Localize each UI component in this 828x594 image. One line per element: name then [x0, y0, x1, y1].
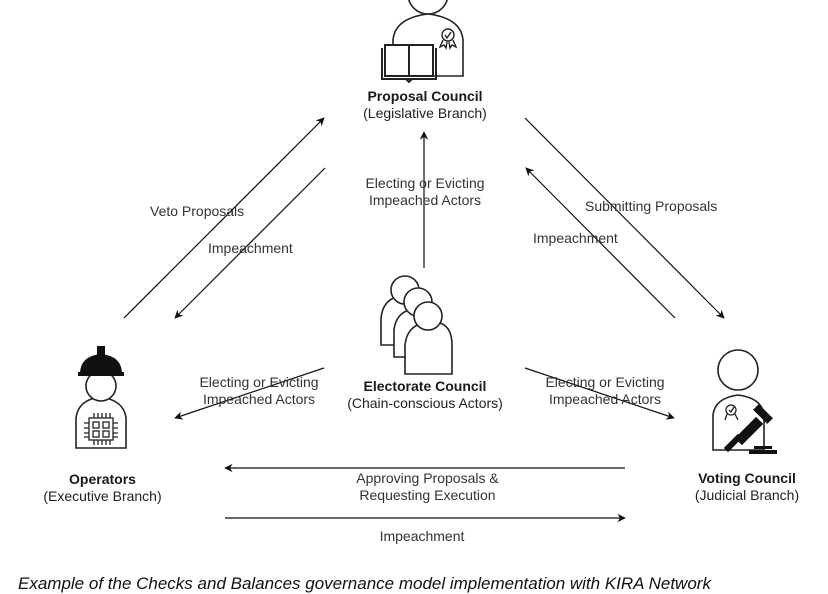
book-icon [381, 44, 437, 84]
operators-label: Operators (Executive Branch) [20, 471, 185, 505]
edge-elect-left [174, 367, 325, 420]
edge-label-impeachment-bottom: Impeachment [379, 528, 465, 544]
edge-label-elect-up: Electing or Evicting Impeached Actors [350, 175, 500, 209]
figure-caption: Example of the Checks and Balances gover… [18, 574, 711, 593]
edge-label-elect-right: Electing or Evicting Impeached Actors [530, 374, 680, 408]
edge-label-line: Electing or Evicting [365, 175, 485, 191]
proposal-council-label: Proposal Council (Legislative Branch) [340, 88, 510, 122]
node-subtitle: (Judicial Branch) [694, 487, 800, 503]
edge-label-line: Electing or Evicting [545, 374, 665, 390]
node-subtitle: (Executive Branch) [43, 488, 162, 504]
edge-elect-right [524, 367, 675, 420]
voting-council-label: Voting Council (Judicial Branch) [672, 470, 822, 504]
badge-icon [438, 28, 458, 50]
edge-label-impeachment-left: Impeachment [208, 240, 293, 256]
edge-label-impeachment-right: Impeachment [533, 230, 618, 246]
node-title: Voting Council [698, 470, 796, 486]
edge-label-submitting: Submitting Proposals [585, 198, 718, 214]
electorate-council-icon [380, 275, 453, 375]
node-title: Proposal Council [367, 88, 483, 104]
operators-icon [75, 346, 127, 449]
proposal-council-icon [381, 0, 464, 84]
chip-icon [84, 413, 118, 445]
voting-council-icon [712, 349, 777, 454]
edge-label-elect-left: Electing or Evicting Impeached Actors [184, 374, 334, 408]
node-subtitle: (Legislative Branch) [363, 105, 487, 121]
electorate-council-label: Electorate Council (Chain-conscious Acto… [340, 378, 510, 412]
edge-label-line: Requesting Execution [359, 487, 496, 503]
edge-label-approving: Approving Proposals & Requesting Executi… [340, 470, 515, 504]
edge-label-line: Impeached Actors [202, 391, 316, 407]
node-subtitle: (Chain-conscious Actors) [347, 395, 503, 411]
edge-label-line: Impeached Actors [368, 192, 482, 208]
badge-icon [724, 404, 739, 421]
hardhat-icon [78, 346, 124, 376]
edge-label-line: Electing or Evicting [199, 374, 319, 390]
node-title: Electorate Council [363, 378, 487, 394]
edge-label-line: Impeached Actors [548, 391, 662, 407]
edge-veto-proposals [123, 117, 325, 319]
edge-impeachment-left [174, 167, 326, 319]
edge-label-veto: Veto Proposals [150, 203, 245, 219]
edge-impeachment-right [525, 167, 676, 319]
edge-label-line: Approving Proposals & [356, 470, 499, 486]
gavel-icon [723, 404, 777, 454]
edge-submitting-proposals [524, 117, 725, 319]
node-title: Operators [69, 471, 136, 487]
